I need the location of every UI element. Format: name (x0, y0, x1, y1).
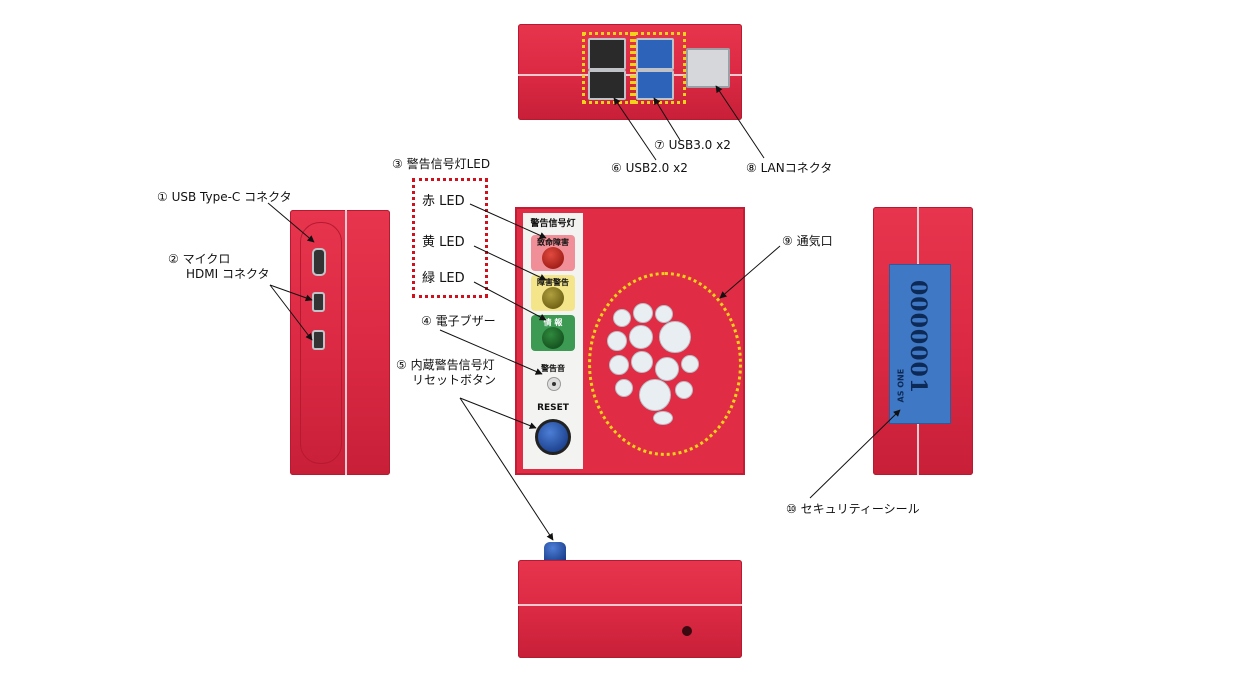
panel-header: 警告信号灯 (530, 219, 576, 229)
green-lamp: 情 報 (531, 315, 575, 351)
security-seal: AS ONE 0000001 (889, 264, 951, 424)
leader-red-led (469, 203, 547, 239)
reset-label: RESET (537, 403, 569, 413)
leader-buzzer (439, 329, 543, 375)
callout-usb2: ⑥ USB2.0 x2 (611, 161, 688, 175)
usb-type-c-port (312, 248, 326, 276)
callout-usb-type-c: ① USB Type-C コネクタ (157, 190, 292, 204)
red-lamp: 致命障害 (531, 235, 575, 271)
port-recess (300, 222, 342, 464)
led-group-highlight (412, 178, 488, 298)
leader-green-led (473, 281, 547, 321)
buzzer-label: 警告音 (541, 364, 565, 373)
device-right-view: AS ONE 0000001 (873, 207, 973, 475)
micro-hdmi-port (312, 292, 325, 312)
leader-micro-hdmi (269, 284, 313, 341)
device-left-view (290, 210, 390, 475)
leader-yellow-led (473, 245, 547, 281)
case-seam (345, 210, 347, 475)
leader-usb-type-c (267, 202, 315, 243)
leader-vent (719, 245, 781, 299)
usb2-port (588, 38, 626, 70)
micro-hdmi-port (312, 330, 325, 350)
callout-security-seal: ⑩ セキュリティーシール (786, 502, 920, 516)
leader-lan (715, 85, 765, 159)
leader-reset-front (459, 397, 537, 429)
leader-usb3 (653, 97, 681, 141)
green-lamp-label: 情 報 (543, 318, 563, 327)
leader-seal (809, 409, 901, 499)
callout-green-led: 緑 LED (422, 271, 465, 286)
callout-micro-hdmi-2: HDMI コネクタ (186, 267, 270, 281)
reset-button-top (544, 542, 566, 562)
callout-buzzer: ④ 電子ブザー (421, 314, 496, 328)
yellow-lamp-label: 障害警告 (537, 278, 569, 287)
vent-highlight (588, 272, 742, 456)
callout-micro-hdmi-1: ② マイクロ (168, 252, 231, 266)
usb3-port (636, 38, 674, 70)
yellow-lamp: 障害警告 (531, 275, 575, 311)
buzzer-icon (547, 377, 561, 391)
green-led (542, 327, 564, 349)
case-seam (518, 604, 742, 606)
callout-lan: ⑧ LANコネクタ (746, 161, 833, 175)
leader-reset-top (459, 397, 554, 541)
callout-warning-led: ③ 警告信号灯LED (392, 157, 491, 171)
callout-yellow-led: 黄 LED (422, 235, 465, 250)
callout-usb3: ⑦ USB3.0 x2 (654, 138, 731, 152)
callout-reset-1: ⑤ 内蔵警告信号灯 (396, 358, 495, 372)
leader-micro-hdmi (269, 284, 313, 302)
callout-reset-2: リセットボタン (412, 373, 497, 387)
red-lamp-label: 致命障害 (537, 238, 569, 247)
leader-usb2 (613, 97, 657, 161)
red-led (542, 247, 564, 269)
callout-red-led: 赤 LED (422, 194, 465, 209)
lan-port (686, 48, 730, 88)
usb2-highlight (582, 32, 636, 104)
usb2-port (588, 70, 626, 100)
buzzer-hole (682, 626, 692, 636)
yellow-led (542, 287, 564, 309)
callout-vent: ⑨ 通気口 (782, 234, 833, 248)
device-bottom-view (518, 560, 742, 658)
reset-button[interactable] (535, 419, 571, 455)
